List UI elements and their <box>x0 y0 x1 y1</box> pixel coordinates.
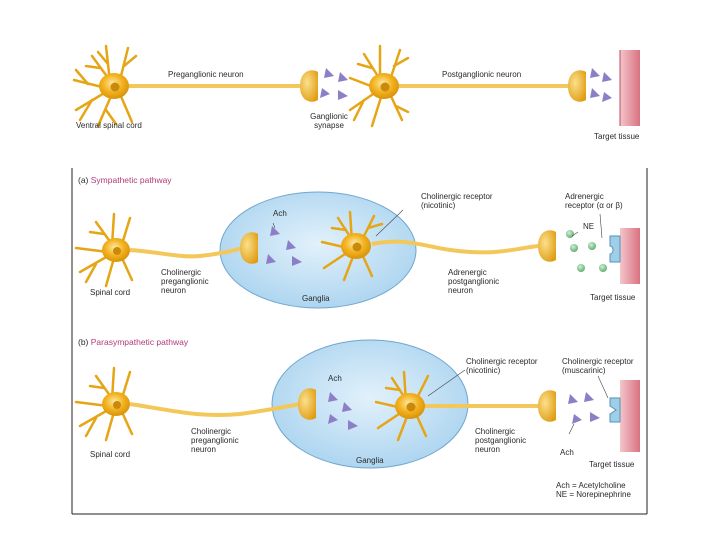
parasympathetic-pre-terminal <box>298 388 316 420</box>
sympathetic-heading-letter: (a) <box>78 175 89 185</box>
parasympathetic-heading-letter: (b) <box>78 337 89 347</box>
sym-pre-line-3: neuron <box>161 286 186 295</box>
sympathetic-post-axon <box>371 239 539 255</box>
sympathetic-ach-molecules <box>266 226 302 266</box>
adrenergic-receptor-label: Adrenergic receptor (α or β) <box>565 192 623 210</box>
axon-terminal-1 <box>300 70 318 102</box>
sympathetic-spinal-cord-label: Spinal cord <box>90 288 131 297</box>
para-pre-line-2: preganglionic <box>191 436 239 445</box>
ventral-spinal-cord-label: Ventral spinal cord <box>76 121 142 130</box>
parasympathetic-target-ach-molecules <box>568 392 600 424</box>
neurotransmitter-molecules-top-1 <box>320 68 348 100</box>
para-nic-line-1: Cholinergic receptor <box>466 357 538 366</box>
target-tissue-sympathetic-label: Target tissue <box>590 293 636 302</box>
sympathetic-post-neuron <box>320 210 384 282</box>
parasympathetic-pre-neuron-label: Cholinergic preganglionic neuron <box>191 427 239 454</box>
parasympathetic-muscarinic-receptor-label: Cholinergic receptor (muscarinic) <box>562 357 634 375</box>
sym-post-line-2: postganglionic <box>448 277 500 286</box>
sympathetic-post-terminal <box>538 230 556 262</box>
ganglionic-synapse-line-1: Ganglionic <box>310 112 348 121</box>
parasympathetic-ach-molecules <box>328 392 358 430</box>
adrenergic-receptor-line-1: Adrenergic <box>565 192 604 201</box>
parasympathetic-post-neuron-label: Cholinergic postganglionic neuron <box>475 427 526 454</box>
sym-post-line-3: neuron <box>448 286 473 295</box>
sympathetic-post-neuron-label: Adrenergic postganglionic neuron <box>448 268 499 295</box>
ne-label: NE <box>583 222 595 231</box>
abbreviation-legend: Ach = Acetylcholine NE = Norepinephrine <box>556 481 631 499</box>
target-tissue-top-label: Target tissue <box>594 132 640 141</box>
sympathetic-ganglia <box>219 191 417 309</box>
sympathetic-heading: (a) Sympathetic pathway <box>78 175 172 185</box>
parasympathetic-target-ach-label: Ach <box>560 448 574 457</box>
muscarinic-receptor-shape <box>609 397 621 423</box>
para-mus-line-1: Cholinergic receptor <box>562 357 634 366</box>
parasympathetic-spinal-cord-label: Spinal cord <box>90 450 131 459</box>
target-tissue-parasympathetic-label: Target tissue <box>589 460 635 469</box>
sym-receptor-line-1: Cholinergic receptor <box>421 192 493 201</box>
axon-terminal-2 <box>568 70 586 102</box>
sympathetic-ganglia-label: Ganglia <box>302 294 330 303</box>
adrenergic-receptor-shape <box>609 235 621 263</box>
sym-post-line-1: Adrenergic <box>448 268 487 277</box>
parasympathetic-post-neuron <box>374 370 430 442</box>
target-tissue-parasympathetic <box>620 380 640 452</box>
postganglionic-neuron-label: Postganglionic neuron <box>442 70 522 79</box>
parasympathetic-heading-text: Parasympathetic pathway <box>90 337 189 347</box>
sym-receptor-line-2: (nicotinic) <box>421 201 456 210</box>
ganglionic-synapse-label: Ganglionic synapse <box>306 112 352 130</box>
para-pre-line-1: Cholinergic <box>191 427 232 436</box>
para-nic-line-2: (nicotinic) <box>466 366 501 375</box>
parasympathetic-nicotinic-receptor-label: Cholinergic receptor (nicotinic) <box>466 357 538 375</box>
parasympathetic-pre-neuron <box>74 366 134 442</box>
legend-ach: Ach = Acetylcholine <box>556 481 626 490</box>
sympathetic-ach-label: Ach <box>273 209 287 218</box>
postganglionic-neuron-body <box>348 44 410 128</box>
sympathetic-pre-terminal <box>240 232 258 264</box>
sympathetic-pre-axon <box>129 246 243 259</box>
sympathetic-heading-text: Sympathetic pathway <box>90 175 172 185</box>
norepinephrine-molecules <box>566 230 607 272</box>
top-panel <box>72 44 640 128</box>
sympathetic-pre-neuron-label: Cholinergic preganglionic neuron <box>161 268 209 295</box>
neurotransmitter-molecules-top-2 <box>590 68 612 102</box>
target-tissue-sympathetic <box>620 228 640 284</box>
parasympathetic-pre-axon <box>129 402 301 418</box>
target-tissue-top <box>620 50 640 126</box>
parasympathetic-panel <box>74 339 640 469</box>
para-post-line-1: Cholinergic <box>475 427 516 436</box>
parasympathetic-post-terminal <box>538 390 556 422</box>
para-pre-line-3: neuron <box>191 445 216 454</box>
parasympathetic-heading: (b) Parasympathetic pathway <box>78 337 188 347</box>
para-post-line-3: neuron <box>475 445 500 454</box>
sym-pre-line-1: Cholinergic <box>161 268 202 277</box>
parasympathetic-ach-label: Ach <box>328 374 342 383</box>
preganglionic-neuron-body <box>72 44 138 128</box>
sympathetic-pre-neuron <box>74 212 134 288</box>
sym-pre-line-2: preganglionic <box>161 277 209 286</box>
adrenergic-receptor-line-2: receptor (α or β) <box>565 201 623 210</box>
para-mus-line-2: (muscarinic) <box>562 366 606 375</box>
sympathetic-cholinergic-receptor-label: Cholinergic receptor (nicotinic) <box>421 192 493 210</box>
sympathetic-panel <box>74 191 640 309</box>
ganglionic-synapse-line-2: synapse <box>314 121 344 130</box>
para-post-line-2: postganglionic <box>475 436 527 445</box>
preganglionic-neuron-label: Preganglionic neuron <box>168 70 244 79</box>
legend-ne: NE = Norepinephrine <box>556 490 631 499</box>
parasympathetic-ganglia-label: Ganglia <box>356 456 384 465</box>
